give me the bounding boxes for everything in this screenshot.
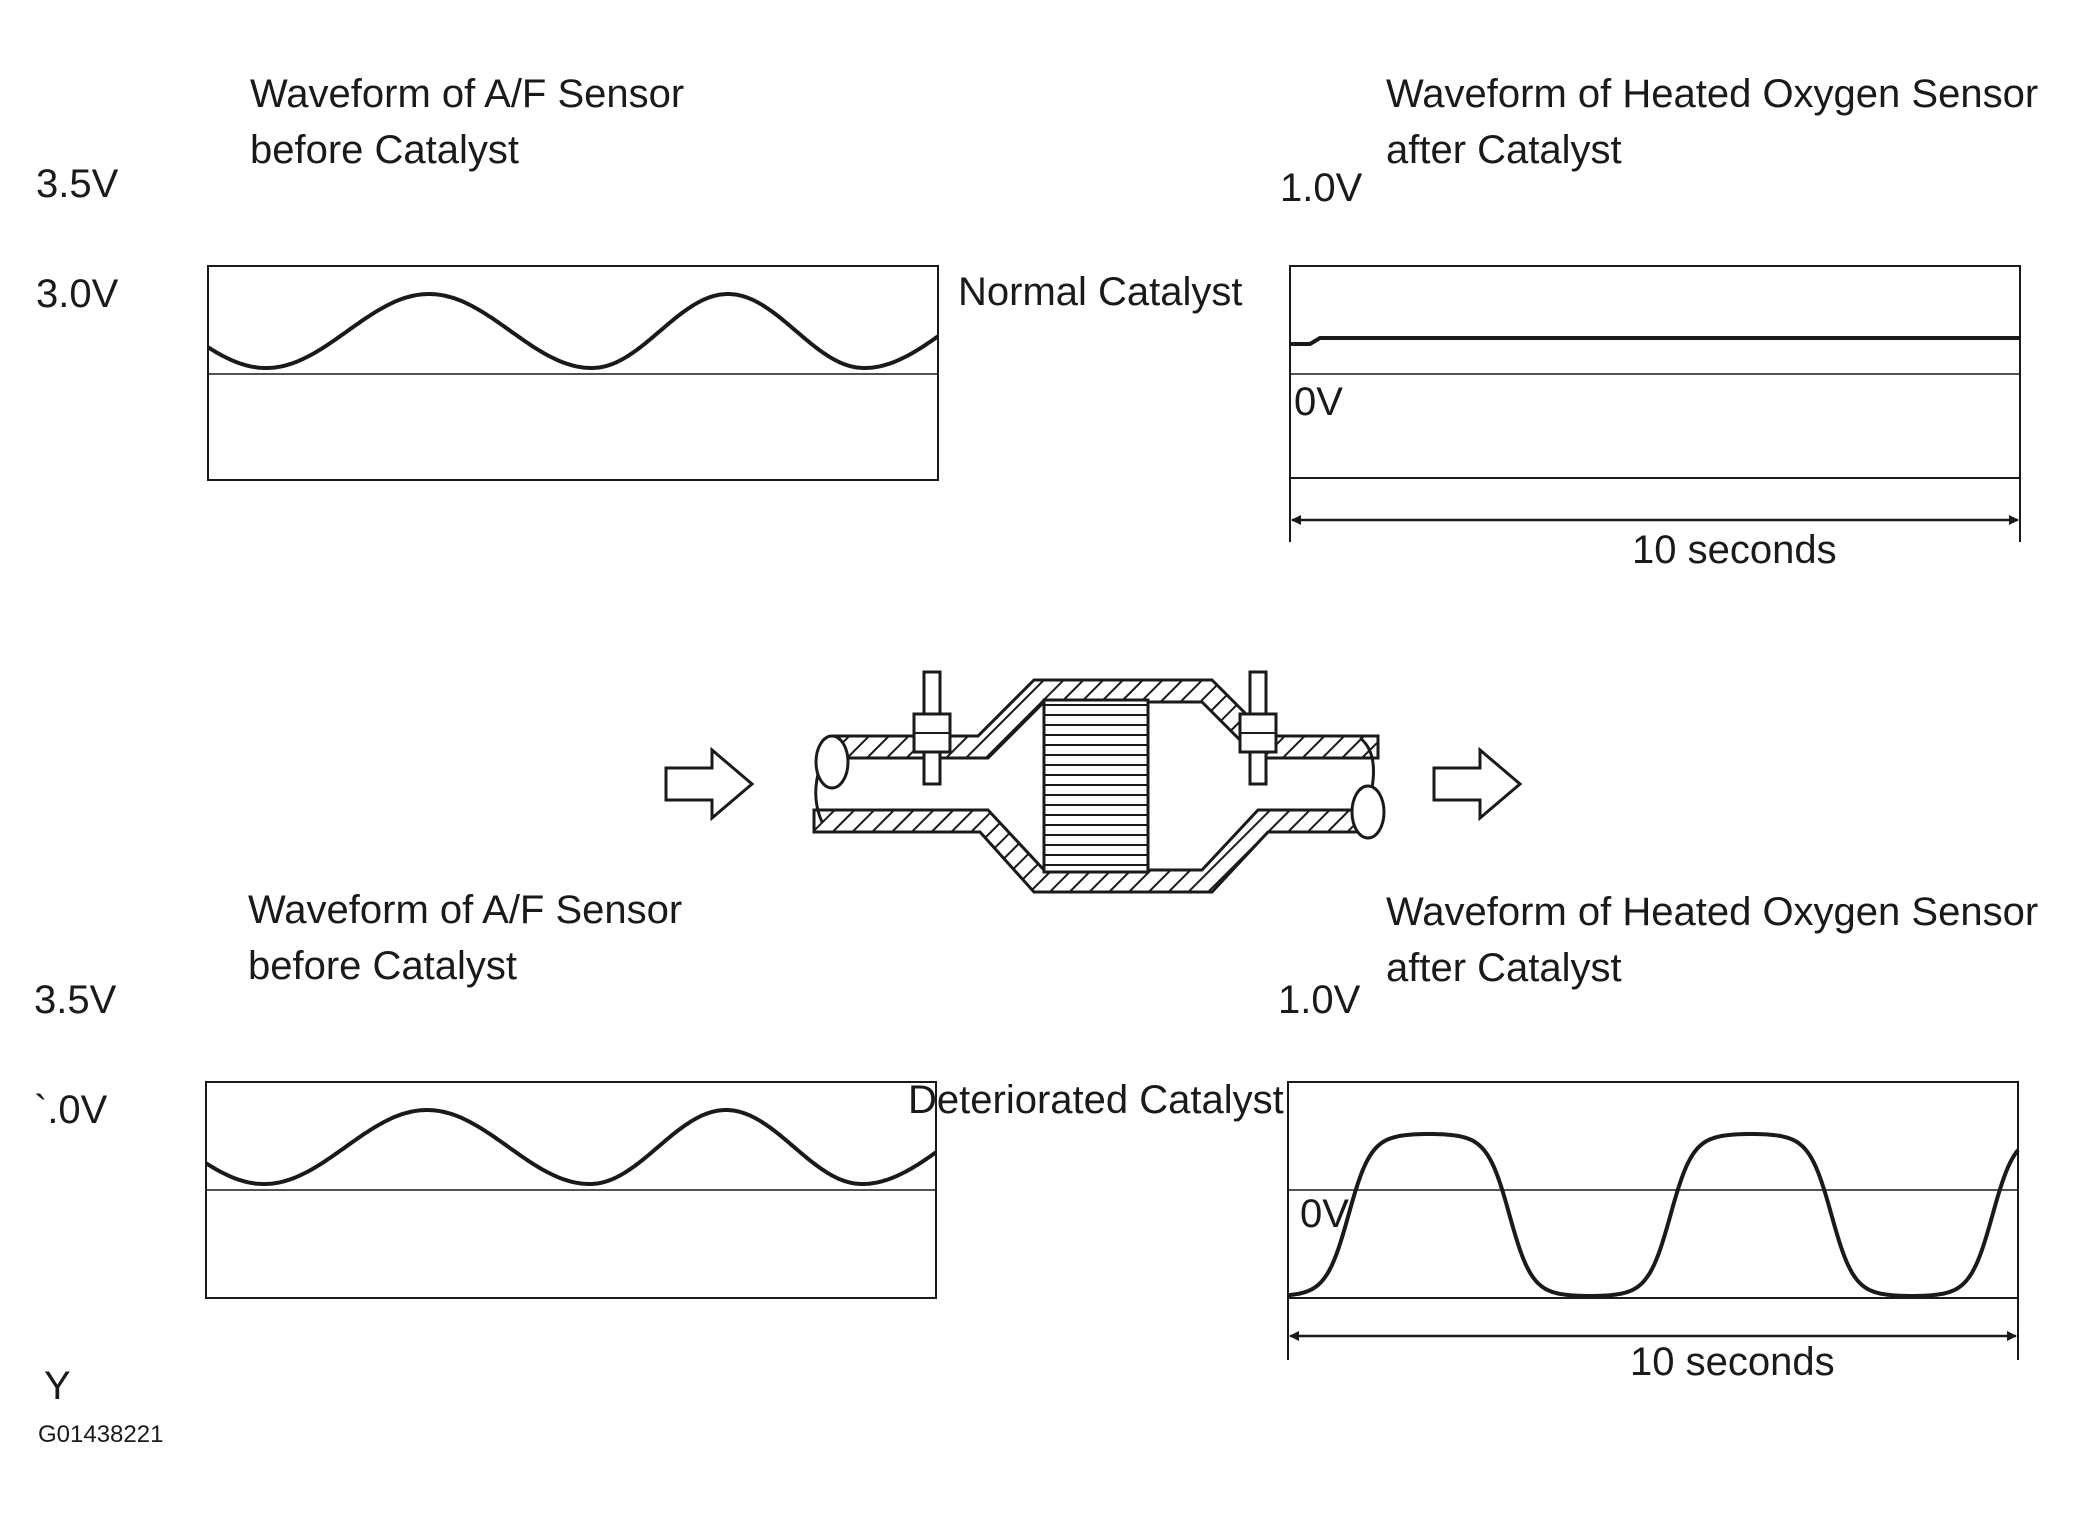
outlet-pipe-end xyxy=(1350,784,1386,840)
bottom-ho2-title-line1: Waveform of Heated Oxygen Sensor xyxy=(1386,890,2039,934)
top-ho2-chart-frame xyxy=(1289,265,2021,479)
top-af-title-line2: before Catalyst xyxy=(250,128,520,172)
top-af-waveform-chart xyxy=(206,265,940,481)
top-af-voltage-3-5: 3.5V xyxy=(36,162,119,206)
heated-oxygen-sensor-probe xyxy=(1238,670,1278,786)
bottom-af-title-line1: Waveform of A/F Sensor xyxy=(248,888,683,932)
top-ho2-voltage-1-0: 1.0V xyxy=(1280,166,1363,210)
inlet-pipe-bottom-edge xyxy=(814,773,824,823)
outlet-pipe-top-edge xyxy=(1359,736,1375,789)
figure-code: G01438221 xyxy=(38,1421,164,1448)
bottom-af-waveform-chart xyxy=(204,1081,938,1299)
bottom-ho2-waveform-trace xyxy=(1287,1132,2020,1298)
top-af-chart-frame xyxy=(207,265,939,481)
top-ho2-waveform-chart xyxy=(1289,265,2021,542)
flow-in-arrow-icon xyxy=(664,746,755,822)
top-ho2-title-line1: Waveform of Heated Oxygen Sensor xyxy=(1386,72,2039,116)
top-af-waveform-trace xyxy=(206,292,940,370)
top-condition-label: Normal Catalyst xyxy=(958,270,1243,314)
catalyst-substrate xyxy=(1042,698,1150,874)
bottom-af-voltage-3-5: 3.5V xyxy=(34,978,117,1022)
top-af-voltage-3-0: 3.0V xyxy=(36,272,119,316)
top-time-span-label: 10 seconds xyxy=(1632,528,1837,572)
top-af-title-line1: Waveform of A/F Sensor xyxy=(250,72,685,116)
bottom-af-title-line2: before Catalyst xyxy=(248,944,518,988)
bottom-af-waveform-trace xyxy=(204,1108,938,1186)
top-ho2-waveform-trace xyxy=(1290,336,2020,346)
top-ho2-voltage-0: 0V xyxy=(1294,380,1343,424)
bottom-af-voltage-3-0: `.0V xyxy=(34,1088,108,1132)
bottom-ho2-title-line2: after Catalyst xyxy=(1386,946,1622,990)
bottom-time-span-label: 10 seconds xyxy=(1630,1340,1835,1384)
inlet-pipe-end xyxy=(814,734,850,790)
bottom-ho2-waveform-chart xyxy=(1287,1081,2020,1360)
af-sensor-probe xyxy=(912,670,952,786)
figure-letter: Y xyxy=(44,1364,71,1408)
top-ho2-title-line2: after Catalyst xyxy=(1386,128,1622,172)
bottom-ho2-voltage-1-0: 1.0V xyxy=(1278,978,1361,1022)
flow-out-arrow-icon xyxy=(1432,746,1523,822)
bottom-ho2-voltage-0: 0V xyxy=(1300,1192,1349,1236)
catalytic-converter-illustration xyxy=(664,670,1523,894)
bottom-condition-label: Deteriorated Catalyst xyxy=(908,1078,1284,1122)
